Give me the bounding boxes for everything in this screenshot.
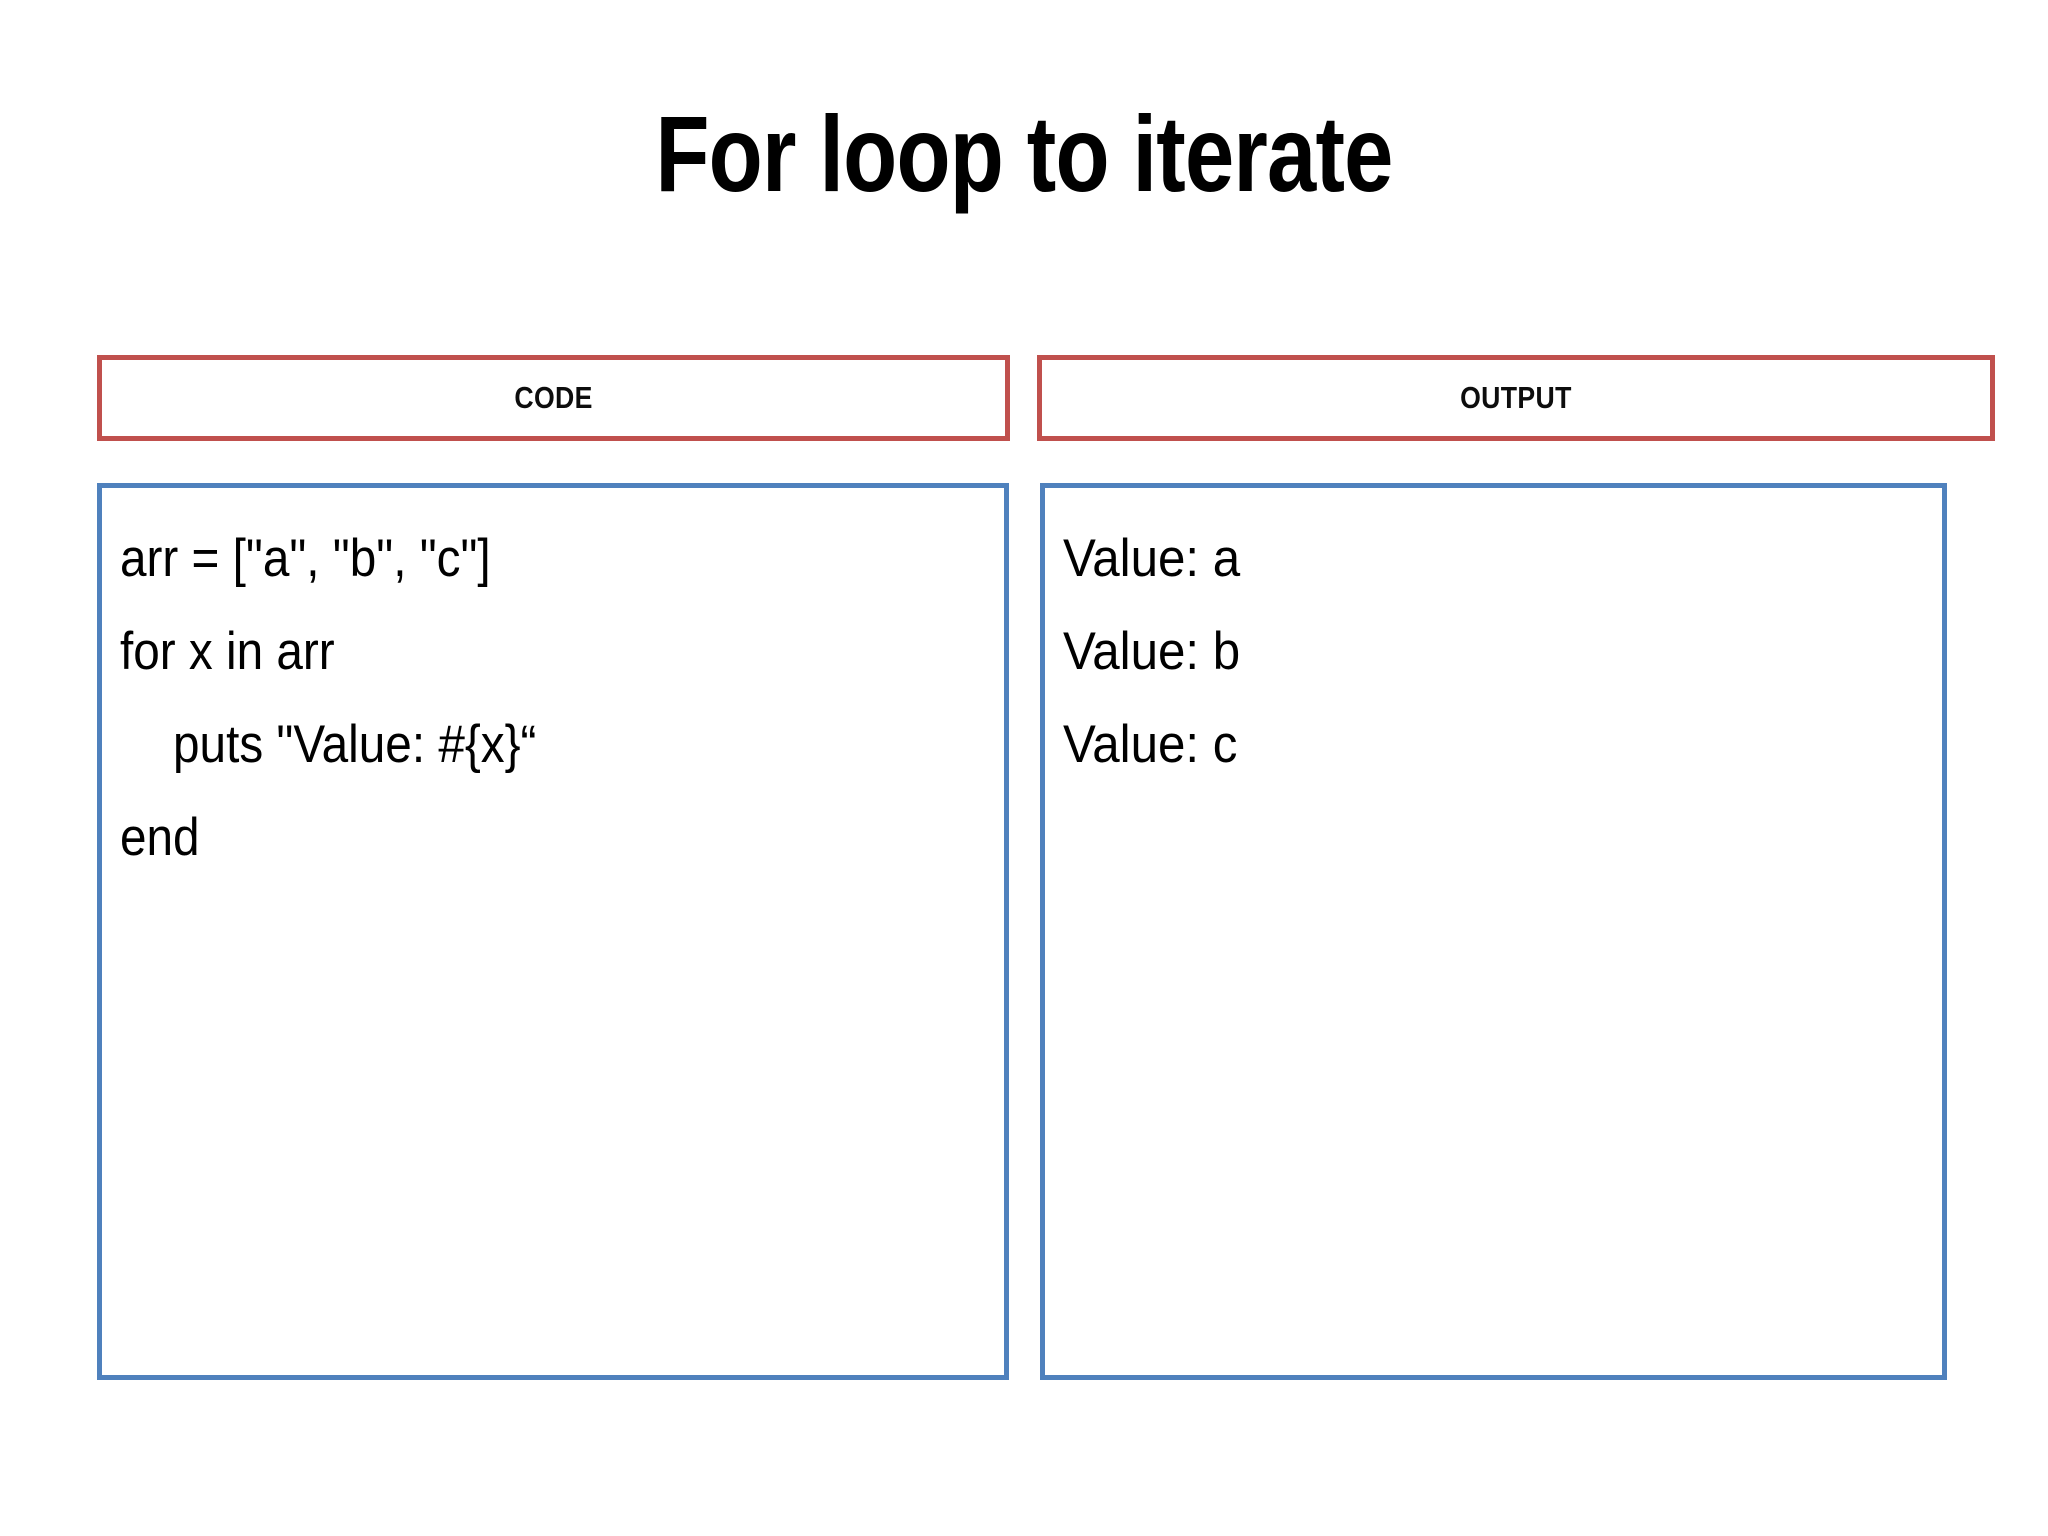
code-panel: arr = ["a", "b", "c"] for x in arr puts … [97, 483, 1009, 1380]
code-line: puts "Value: #{x}“ [120, 715, 537, 774]
output-line: Value: c [1063, 715, 1238, 774]
code-column-header-label: CODE [514, 380, 593, 415]
page-title: For loop to iterate [655, 93, 1393, 214]
code-line: for x in arr [120, 622, 335, 681]
output-column-header: OUTPUT [1037, 355, 1995, 441]
output-panel-body: Value: a Value: b Value: c [1045, 488, 1942, 791]
output-line: Value: a [1063, 529, 1241, 588]
code-line: end [120, 808, 200, 867]
code-line: arr = ["a", "b", "c"] [120, 529, 491, 588]
code-panel-body: arr = ["a", "b", "c"] for x in arr puts … [102, 488, 1004, 884]
code-column-header: CODE [97, 355, 1010, 441]
output-line: Value: b [1063, 622, 1241, 681]
output-panel: Value: a Value: b Value: c [1040, 483, 1947, 1380]
output-column-header-label: OUTPUT [1460, 380, 1572, 415]
